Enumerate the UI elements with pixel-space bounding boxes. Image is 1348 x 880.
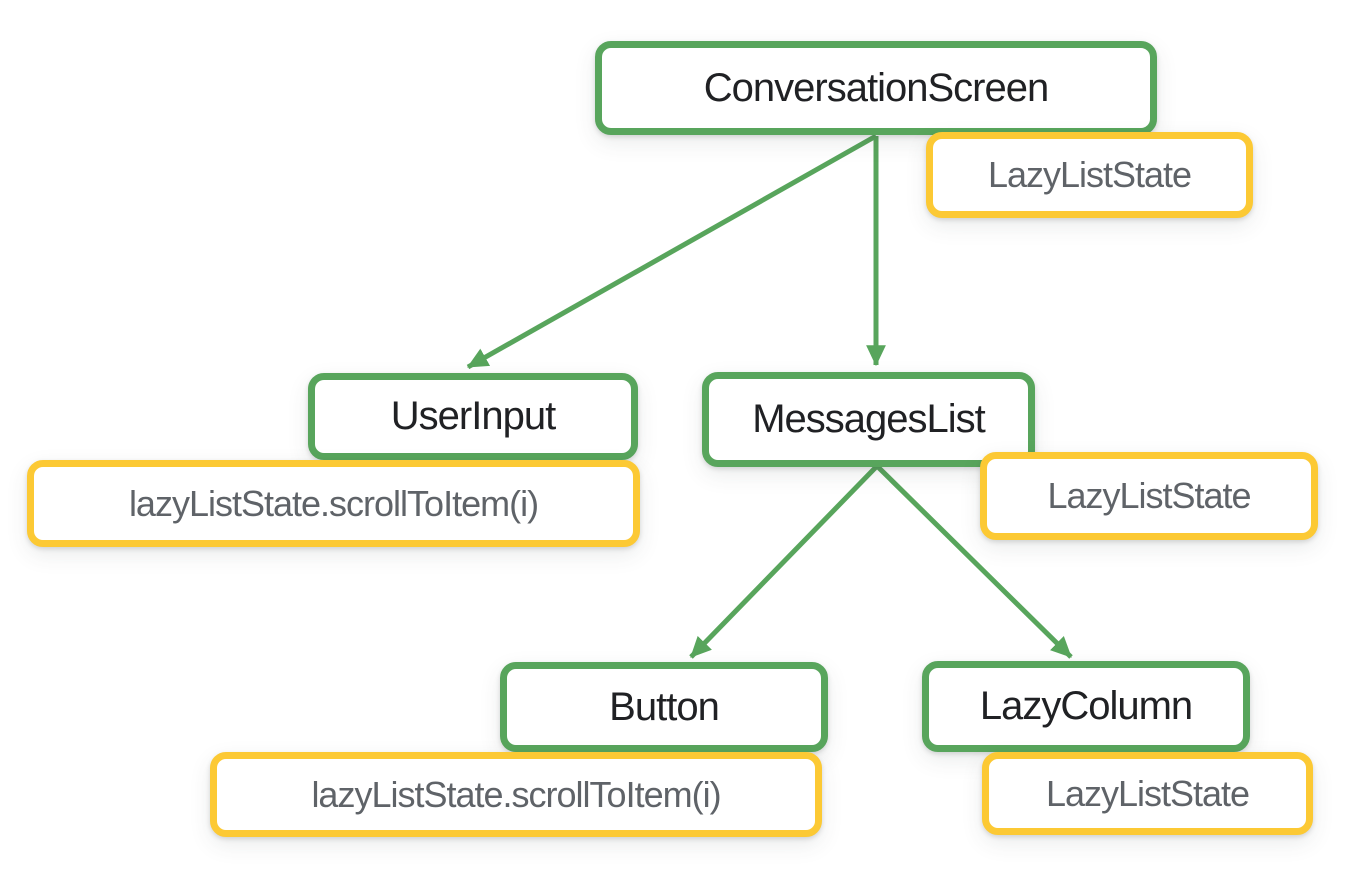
edge-conversationscreen-userinput	[466, 133, 878, 370]
annotation-button-scroll-call: lazyListState.scrollToItem(i)	[210, 752, 822, 837]
node-user-input-label: UserInput	[390, 394, 556, 438]
node-messages-list: MessagesList	[702, 372, 1035, 467]
node-conversation-screen: ConversationScreen	[595, 41, 1157, 135]
annotation-conversation-screen-state: LazyListState	[926, 132, 1253, 218]
node-messages-list-label: MessagesList	[752, 397, 986, 441]
edge-messageslist-button	[689, 464, 879, 659]
node-conversation-screen-label: ConversationScreen	[703, 65, 1049, 110]
node-lazy-column: LazyColumn	[922, 661, 1250, 752]
annotation-lazy-column-state-label: LazyListState	[1045, 772, 1250, 814]
annotation-user-input-scroll-call-label: lazyListState.scrollToItem(i)	[128, 482, 539, 524]
edge-messageslist-lazycolumn	[875, 464, 1073, 659]
annotation-user-input-scroll-call: lazyListState.scrollToItem(i)	[27, 460, 640, 547]
node-button-label: Button	[609, 684, 720, 729]
annotation-lazy-column-state: LazyListState	[982, 752, 1313, 835]
node-button: Button	[500, 662, 828, 752]
node-user-input: UserInput	[308, 373, 638, 460]
annotation-conversation-screen-state-label: LazyListState	[987, 154, 1192, 195]
annotation-button-scroll-call-label: lazyListState.scrollToItem(i)	[311, 773, 721, 815]
annotation-messages-list-state: LazyListState	[980, 452, 1318, 540]
node-lazy-column-label: LazyColumn	[979, 684, 1193, 728]
annotation-messages-list-state-label: LazyListState	[1047, 475, 1251, 516]
